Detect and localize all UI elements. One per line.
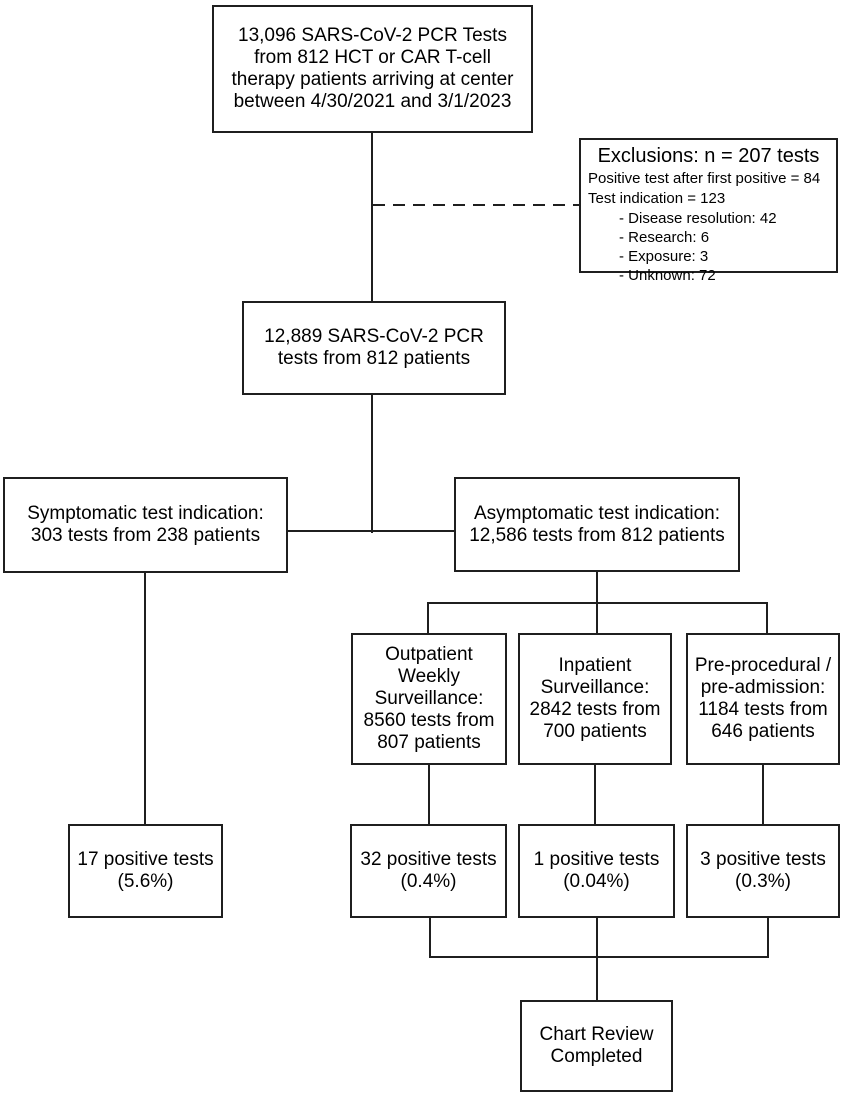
inpatient-positive-text: 1 positive tests (0.04%) xyxy=(533,849,660,892)
preprocedural-positive-text: 3 positive tests (0.3%) xyxy=(700,849,826,892)
connector-inpatient-positive-down xyxy=(596,915,598,958)
enrollment-text: 13,096 SARS-CoV-2 PCR Tests from 812 HCT… xyxy=(231,25,514,112)
connector-outpatient-to-positive xyxy=(428,763,430,826)
exclusions-reasons: - Disease resolution: 42 - Research: 6 -… xyxy=(619,210,777,284)
exclusions-box: Exclusions: n = 207 tests Positive test … xyxy=(579,138,838,284)
connector-included-to-split xyxy=(371,393,373,533)
outpatient-surveillance-box: Outpatient Weekly Surveillance: 8560 tes… xyxy=(351,633,507,765)
inpatient-surveillance-text: Inpatient Surveillance: 2842 tests from … xyxy=(529,655,661,742)
connector-distributor-right-drop xyxy=(766,602,768,635)
exclusions-title: Exclusions: n = 207 tests xyxy=(597,145,820,167)
connector-distributor-left-drop xyxy=(427,602,429,635)
connector-preprocedural-positive-down xyxy=(767,915,769,958)
exclusions-details: Positive test after first positive = 84 … xyxy=(588,170,821,207)
outpatient-positive-box: 32 positive tests (0.4%) xyxy=(350,824,507,918)
connector-asymptomatic-down xyxy=(596,570,598,604)
inpatient-surveillance-box: Inpatient Surveillance: 2842 tests from … xyxy=(518,633,672,765)
connector-inpatient-to-positive xyxy=(594,763,596,826)
connector-exclusions-dashed xyxy=(373,204,579,206)
connector-symptomatic-to-positive xyxy=(144,571,146,826)
symptomatic-box: Symptomatic test indication: 303 tests f… xyxy=(3,477,288,573)
outpatient-surveillance-text: Outpatient Weekly Surveillance: 8560 tes… xyxy=(363,644,495,753)
asymptomatic-box: Asymptomatic test indication: 12,586 tes… xyxy=(454,477,740,572)
inpatient-positive-box: 1 positive tests (0.04%) xyxy=(518,824,675,918)
connector-outpatient-positive-down xyxy=(429,915,431,958)
asymptomatic-text: Asymptomatic test indication: 12,586 tes… xyxy=(469,502,725,546)
connector-preprocedural-to-positive xyxy=(762,763,764,826)
symptomatic-text: Symptomatic test indication: 303 tests f… xyxy=(27,503,264,546)
connector-to-chart-review xyxy=(596,956,598,1002)
symptomatic-positive-box: 17 positive tests (5.6%) xyxy=(68,824,223,918)
symptomatic-positive-text: 17 positive tests (5.6%) xyxy=(77,849,214,892)
chart-review-box: Chart Review Completed xyxy=(520,1000,673,1092)
connector-collector-horizontal xyxy=(429,956,769,958)
enrollment-box: 13,096 SARS-CoV-2 PCR Tests from 812 HCT… xyxy=(212,5,533,133)
connector-distributor-middle-drop xyxy=(596,602,598,635)
outpatient-positive-text: 32 positive tests (0.4%) xyxy=(360,849,497,892)
included-tests-text: 12,889 SARS-CoV-2 PCR tests from 812 pat… xyxy=(264,326,484,369)
preprocedural-positive-box: 3 positive tests (0.3%) xyxy=(686,824,840,918)
chart-review-text: Chart Review Completed xyxy=(539,1024,654,1067)
included-tests-box: 12,889 SARS-CoV-2 PCR tests from 812 pat… xyxy=(242,301,506,395)
connector-enrollment-to-included xyxy=(371,131,373,303)
preprocedural-box: Pre-procedural / pre-admission: 1184 tes… xyxy=(686,633,840,765)
preprocedural-text: Pre-procedural / pre-admission: 1184 tes… xyxy=(694,655,832,742)
connector-split-horizontal xyxy=(288,530,454,532)
